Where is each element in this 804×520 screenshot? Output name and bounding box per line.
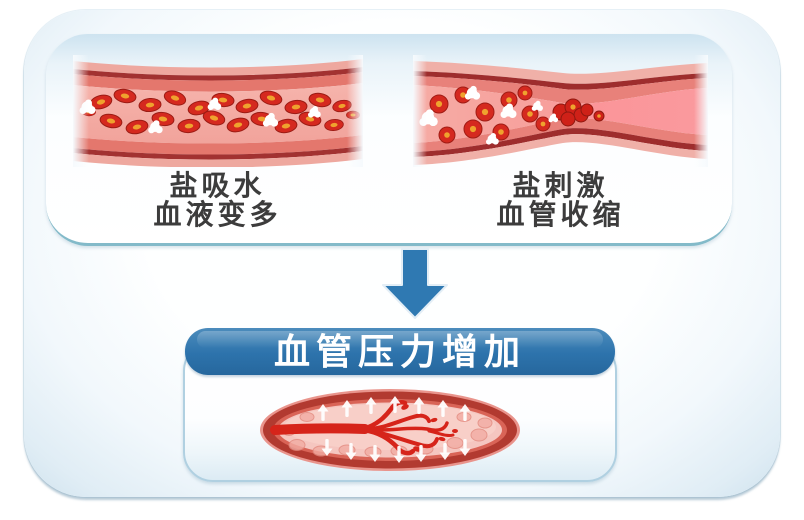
causes-card: 盐吸水 血液变多 — [46, 34, 732, 246]
constricted-blood-vessel-illustration — [413, 55, 708, 167]
result-banner-label: 血管压力增加 — [273, 331, 526, 372]
cause-salt-absorbs-water: 盐吸水 血液变多 — [46, 34, 389, 243]
cause-left-label: 盐吸水 血液变多 — [153, 171, 281, 229]
pressured-vessel-illustration — [260, 389, 520, 471]
down-arrow-shape — [382, 248, 448, 319]
cause-right-label-line2: 血管收缩 — [496, 199, 625, 230]
cause-left-label-line2: 血液变多 — [153, 199, 282, 230]
cause-right-label-line1: 盐刺激 — [512, 170, 609, 201]
cause-salt-stimulates: 盐刺激 血管收缩 — [389, 34, 732, 243]
cause-left-label-line1: 盐吸水 — [169, 170, 266, 201]
result-group: 血管压力增加 — [183, 328, 617, 482]
cause-right-label: 盐刺激 血管收缩 — [496, 171, 624, 229]
background-panel: 盐吸水 血液变多 — [24, 10, 780, 497]
result-banner: 血管压力增加 — [185, 328, 615, 375]
down-arrow-icon — [380, 247, 450, 321]
dilated-blood-vessel-illustration — [72, 55, 363, 167]
